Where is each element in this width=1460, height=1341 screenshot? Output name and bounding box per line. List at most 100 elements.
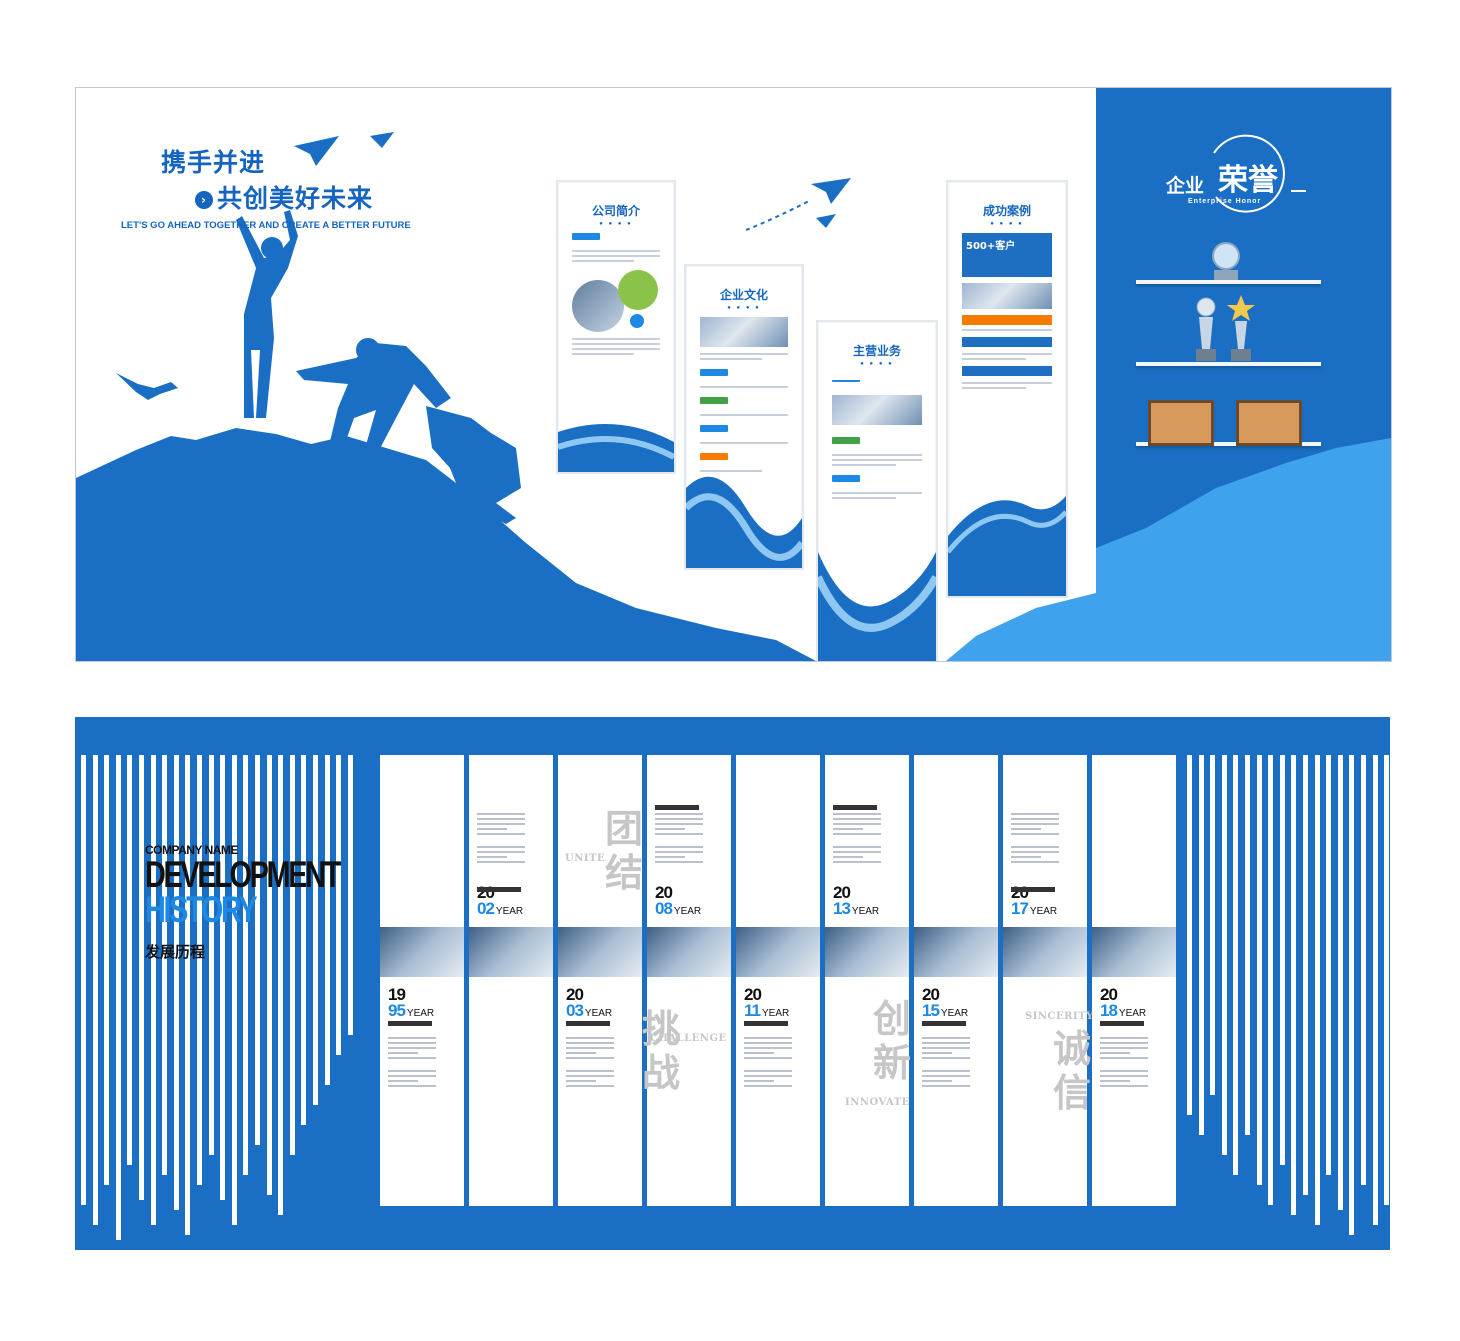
slogan-line1: 携手并进 [161,148,266,177]
slogan-line2-text: 共创美好未来 [217,184,374,213]
decor-bar [324,755,330,1085]
decor-bar [162,755,168,1175]
panel-tag [572,233,600,240]
dots-icon: ● ● ● ● [727,305,761,311]
certificate-frame [1236,400,1302,446]
timeline-photo [1003,927,1087,977]
decor-bar [1221,755,1227,1155]
shelf-3 [1136,442,1321,446]
value-word-cn: 挑战 [642,1006,681,1095]
decor-bar [173,755,179,1210]
decor-bar [266,755,272,1195]
decor-bar [278,755,284,1215]
decor-bar [1210,755,1216,1095]
shelf-2 [1136,362,1321,366]
decor-bar [115,755,121,1240]
decor-bar [92,755,98,1225]
decor-bar [1361,755,1366,1185]
shelf-1 [1136,280,1321,284]
mountain-silhouette [76,132,1096,661]
decor-bar [1187,755,1192,1115]
title-cn: 发展历程 [145,943,206,961]
decor-bar [81,755,86,1205]
decor-bar [313,755,318,1105]
slogan-english: LET'S GO AHEAD TOGETHER AND CREATE A BET… [121,220,411,231]
slogan-line2: ›共创美好未来 [195,179,421,215]
timeline-photo [914,927,998,977]
panel-cases: 成功案例 ● ● ● ● 500+客户 [946,180,1068,598]
decor-bar [1268,755,1274,1205]
trophy-icon [1196,297,1216,361]
business-photo [832,395,922,425]
honor-logo: 企业 荣誉 Enterprise Honor [1156,133,1336,213]
decor-bar [1303,755,1308,1195]
decor-bar [1337,755,1343,1210]
dots-icon: ● ● ● ● [860,361,894,367]
decor-bar [1314,755,1320,1225]
value-word-cn: 团结 [605,806,644,895]
cases-highlight: 500+客户 [962,233,1052,277]
decor-bar [255,755,260,1145]
timeline-photo [380,927,464,977]
panel-title: 公司简介 [591,204,640,218]
history-wall-bottom: COMPANY NAME DEVELOPMENT HISTORY 发展历程 19… [75,717,1390,1250]
slogan-block: 携手并进 ›共创美好未来 LET'S GO AHEAD TOGETHER AND… [121,143,421,231]
value-word-cn: 诚信 [1053,1026,1092,1115]
decor-bar [1349,755,1355,1235]
dots-icon: ● ● ● ● [599,221,633,227]
decor-bar [139,755,144,1200]
decor-bar [336,755,342,1055]
decor-bar [231,755,237,1225]
company-name: COMPANY NAME [145,843,238,857]
honor-en: Enterprise Honor [1188,198,1262,205]
panel-title: 成功案例 [982,204,1031,218]
culture-wall-top: 携手并进 ›共创美好未来 LET'S GO AHEAD TOGETHER AND… [75,87,1392,662]
decor-bar [243,755,249,1175]
arrow-right-icon: › [195,191,213,209]
panel-title: 主营业务 [852,344,901,358]
history-title-block: COMPANY NAME DEVELOPMENT HISTORY 发展历程 [145,843,355,962]
decor-bar [347,755,353,1035]
honor-area: 企业 荣誉 Enterprise Honor [1096,88,1391,661]
decor-bar [1245,755,1250,1135]
value-word-en: CHALLENGE [650,1033,727,1044]
value-word-cn: 创新 [873,996,912,1085]
value-word-en: UNITE [565,853,606,864]
cases-photo [962,283,1052,309]
decor-bar [289,755,295,1155]
panel-title: 企业文化 [719,288,768,302]
timeline-photo [825,927,909,977]
decor-bar [1372,755,1378,1225]
decor-bar [197,755,202,1185]
decor-bar [150,755,156,1225]
decor-bar [1233,755,1239,1175]
certificate-frame [1148,400,1214,446]
title-development: DEVELOPMENT [145,854,341,895]
dots-icon: ● ● ● ● [990,221,1024,227]
decor-bar [1279,755,1285,1165]
value-word-en: INNOVATE [845,1097,910,1108]
title-history: HISTORY [145,889,258,930]
honor-cn-2: 荣誉 [1218,163,1278,198]
value-word-en: SINCERITY [1025,1011,1094,1022]
timeline-photo [469,927,553,977]
decor-bar [220,755,226,1200]
panel-business: 主营业务 ● ● ● ● [816,320,938,661]
timeline-photo [1092,927,1176,977]
